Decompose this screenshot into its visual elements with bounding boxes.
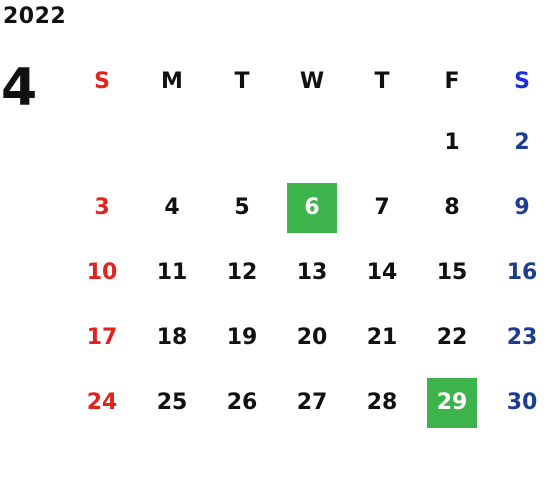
weekday-header-tuesday: T (234, 68, 250, 94)
empty-day-cell (347, 110, 417, 175)
day-cell[interactable]: 3 (67, 175, 137, 240)
empty-day-cell (207, 110, 277, 175)
day-cell[interactable]: 20 (277, 305, 347, 370)
day-number: 24 (86, 390, 118, 415)
day-number: 30 (506, 390, 538, 415)
weekday-header-saturday: S (514, 68, 530, 94)
day-cell[interactable]: 29 (417, 370, 487, 435)
highlighted-day-number: 6 (287, 182, 337, 233)
day-number: 4 (164, 195, 180, 220)
day-cell[interactable]: 15 (417, 240, 487, 305)
day-number: 22 (436, 325, 468, 350)
day-number: 16 (506, 260, 538, 285)
highlighted-day-number: 29 (427, 377, 477, 428)
day-cell[interactable]: 19 (207, 305, 277, 370)
day-cell[interactable]: 5 (207, 175, 277, 240)
day-cell[interactable]: 13 (277, 240, 347, 305)
day-cell[interactable]: 23 (487, 305, 548, 370)
day-number: 23 (506, 325, 538, 350)
day-number: 7 (374, 195, 390, 220)
day-cell[interactable]: 24 (67, 370, 137, 435)
day-number: 25 (156, 390, 188, 415)
day-cell[interactable]: 30 (487, 370, 548, 435)
day-cell[interactable]: 18 (137, 305, 207, 370)
day-cell[interactable]: 4 (137, 175, 207, 240)
day-cell[interactable]: 9 (487, 175, 548, 240)
day-cell[interactable]: 21 (347, 305, 417, 370)
day-number: 21 (366, 325, 398, 350)
day-number: 10 (86, 260, 118, 285)
day-cell[interactable]: 26 (207, 370, 277, 435)
day-cell[interactable]: 25 (137, 370, 207, 435)
day-cell[interactable]: 22 (417, 305, 487, 370)
day-number: 15 (436, 260, 468, 285)
day-cell[interactable]: 10 (67, 240, 137, 305)
day-number: 14 (366, 260, 398, 285)
month-number: 4 (1, 58, 38, 118)
day-cell[interactable]: 28 (347, 370, 417, 435)
day-number: 26 (226, 390, 258, 415)
day-cell[interactable]: 7 (347, 175, 417, 240)
day-cell[interactable]: 8 (417, 175, 487, 240)
day-number: 17 (86, 325, 118, 350)
day-number: 20 (296, 325, 328, 350)
day-cell[interactable]: 2 (487, 110, 548, 175)
empty-day-cell (67, 110, 137, 175)
day-cell[interactable]: 14 (347, 240, 417, 305)
day-cell[interactable]: 17 (67, 305, 137, 370)
year-label: 2022 (3, 4, 67, 29)
weekday-header-thursday: T (374, 68, 390, 94)
weekday-header-friday: F (444, 68, 460, 94)
weekday-header-sunday: S (94, 68, 110, 94)
day-number: 12 (226, 260, 258, 285)
weekday-header-monday: M (161, 68, 183, 94)
weekday-header-wednesday: W (299, 68, 325, 94)
day-number: 27 (296, 390, 328, 415)
day-number: 1 (444, 130, 460, 155)
day-number: 9 (514, 195, 530, 220)
day-number: 13 (296, 260, 328, 285)
day-number: 3 (94, 195, 110, 220)
day-number: 18 (156, 325, 188, 350)
day-cell[interactable]: 16 (487, 240, 548, 305)
day-number: 2 (514, 130, 530, 155)
day-cell[interactable]: 27 (277, 370, 347, 435)
day-cell[interactable]: 12 (207, 240, 277, 305)
day-number: 8 (444, 195, 460, 220)
empty-day-cell (277, 110, 347, 175)
day-cell[interactable]: 11 (137, 240, 207, 305)
day-number: 19 (226, 325, 258, 350)
day-number: 28 (366, 390, 398, 415)
day-cell[interactable]: 6 (277, 175, 347, 240)
empty-day-cell (137, 110, 207, 175)
day-number: 5 (234, 195, 250, 220)
day-number: 11 (156, 260, 188, 285)
day-cell[interactable]: 1 (417, 110, 487, 175)
